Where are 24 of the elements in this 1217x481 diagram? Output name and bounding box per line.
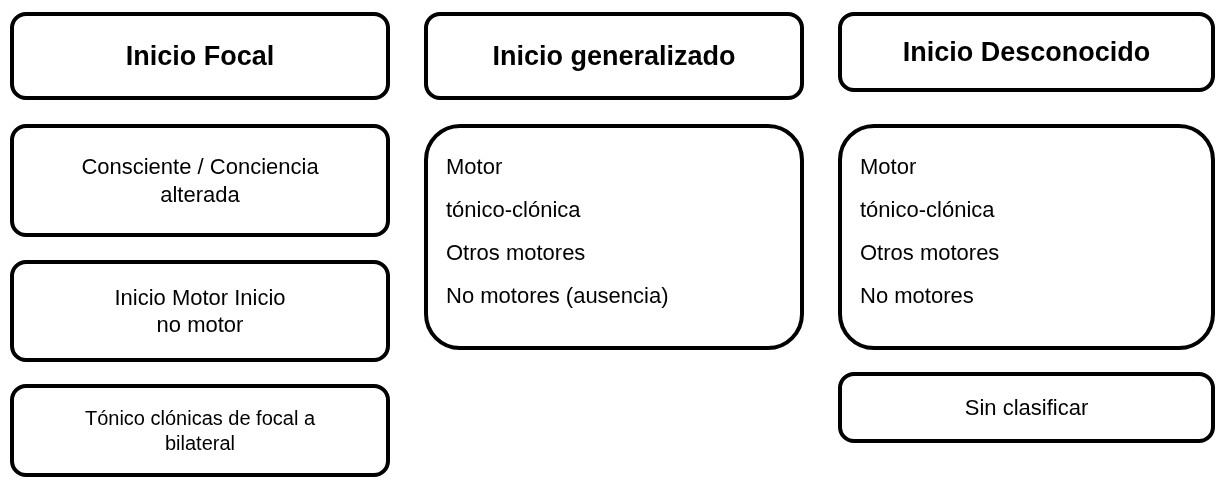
box-text: Tónico clónicas de focal a bilateral (83, 405, 317, 456)
category-box (838, 372, 1215, 443)
heading-box (838, 12, 1215, 92)
heading-box (10, 12, 390, 100)
category-box (10, 384, 390, 477)
box-text: Sin clasificar (964, 393, 1089, 422)
heading-box (424, 12, 804, 100)
box-text: Inicio Motor Inicio no motor (113, 283, 287, 339)
list-item: Motor (860, 154, 917, 180)
heading-text: Inicio generalizado (492, 40, 736, 72)
list-item: tónico-clónica (446, 197, 581, 223)
list-item: No motores (860, 283, 974, 309)
list-box (424, 124, 804, 350)
list-box (838, 124, 1215, 350)
box-text: Consciente / Conciencia alterada (80, 153, 320, 208)
heading-text: Inicio Desconocido (902, 36, 1151, 68)
category-box (10, 260, 390, 362)
list-item: Otros motores (446, 240, 586, 266)
list-item: Motor (446, 154, 503, 180)
list-item: Otros motores (860, 240, 1000, 266)
list-item: No motores (ausencia) (446, 283, 669, 309)
heading-text: Inicio Focal (125, 40, 275, 72)
list-item: tónico-clónica (860, 197, 995, 223)
category-box (10, 124, 390, 237)
